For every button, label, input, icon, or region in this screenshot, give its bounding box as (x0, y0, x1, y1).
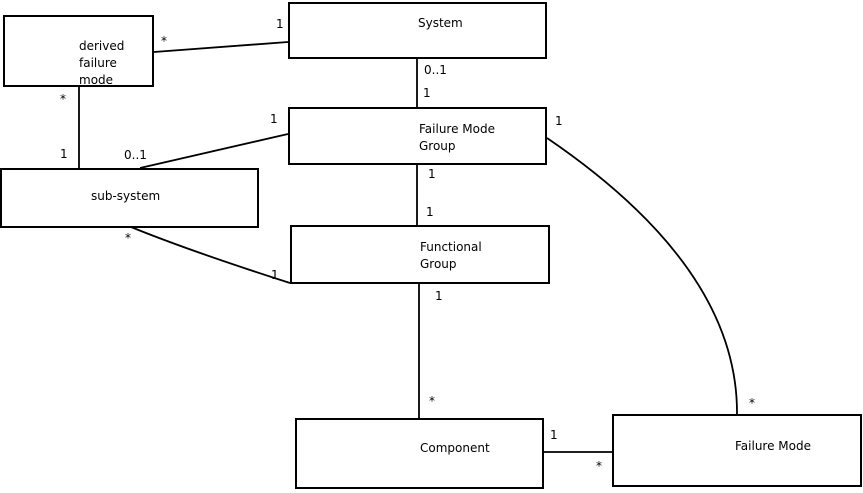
multiplicity-fmg-subsystem-at-sub: 0..1 (124, 148, 147, 162)
node-component (295, 418, 544, 489)
multiplicity-fg-component-at-comp: * (429, 394, 435, 408)
multiplicity-component-fm-at-fm: * (596, 459, 602, 473)
node-label-system: System (418, 16, 463, 30)
node-failure-mode-group (288, 107, 547, 165)
multiplicity-component-fm-at-comp: 1 (550, 428, 558, 442)
multiplicity-fmg-subsystem-at-fmg: 1 (270, 112, 278, 126)
multiplicity-fmg-fg-at-fg: 1 (426, 205, 434, 219)
edge-derived-failure-mode-system (153, 41, 289, 53)
node-label-functional-group: Functional Group (420, 240, 482, 271)
multiplicity-system-fmg-at-system: 0..1 (424, 63, 447, 77)
edge-sub-system-functional-group (130, 226, 291, 284)
multiplicity-fg-component-at-fg: 1 (435, 289, 443, 303)
node-functional-group (290, 225, 550, 284)
node-system (288, 2, 547, 59)
multiplicity-dfm-system-at-system: 1 (276, 17, 284, 31)
node-label-derived-failure-mode: derived failure mode (79, 39, 125, 87)
multiplicity-subsystem-fg-at-sub: * (125, 231, 131, 245)
multiplicity-dfm-subsystem-at-dfm: * (60, 92, 66, 106)
node-label-failure-mode: Failure Mode (735, 439, 811, 453)
edge-failure-mode-group-sub-system (139, 133, 289, 169)
multiplicity-dfm-system-at-dfm: * (161, 34, 167, 48)
multiplicity-fmg-fm-at-fm: * (749, 396, 755, 410)
node-failure-mode (612, 414, 862, 487)
multiplicity-fmg-fg-at-fmg: 1 (428, 167, 436, 181)
node-label-failure-mode-group: Failure Mode Group (419, 122, 495, 153)
multiplicity-system-fmg-at-fmg: 1 (423, 86, 431, 100)
node-derived-failure-mode (3, 15, 154, 87)
multiplicity-fmg-fm-at-fmg: 1 (555, 114, 563, 128)
multiplicity-subsystem-fg-at-fg: 1 (271, 268, 279, 282)
node-label-component: Component (420, 441, 490, 455)
node-sub-system (0, 168, 259, 228)
node-label-sub-system: sub-system (91, 189, 161, 203)
edge-failure-mode-group-failure-mode (546, 137, 738, 415)
multiplicity-dfm-subsystem-at-sub: 1 (60, 147, 68, 161)
